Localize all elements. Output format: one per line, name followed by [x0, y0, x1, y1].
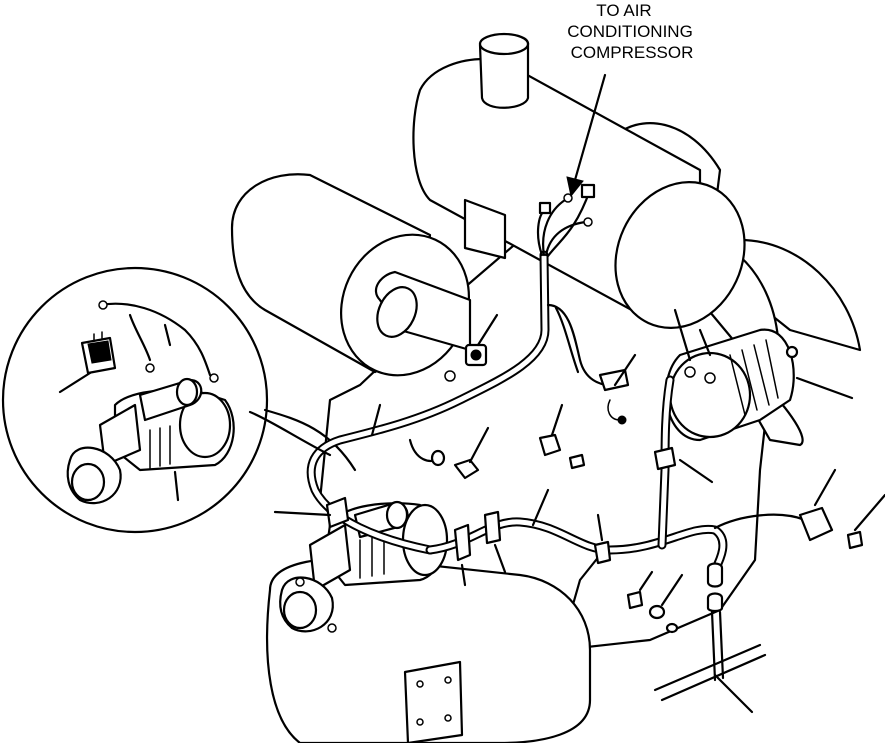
callout-line-3: COMPRESSOR: [571, 43, 694, 62]
main-starter: [279, 500, 449, 633]
callout-arrow-shaft: [573, 73, 607, 182]
air-cleaner-left: [230, 173, 472, 377]
starter-detail-inset: [1, 266, 269, 534]
callout-arrowhead: [566, 176, 584, 198]
alternator: [665, 308, 854, 442]
harness-components: [273, 313, 885, 714]
air-conditioning-callout: TO AIR CONDITIONING COMPRESSOR: [566, 1, 694, 198]
callout-line-2: CONDITIONING: [567, 22, 693, 41]
inset-leader: [263, 408, 357, 472]
callout-line-1: TO AIR: [596, 1, 651, 20]
flywheel-housing: [265, 557, 592, 743]
air-cleaner-right: [412, 32, 746, 329]
